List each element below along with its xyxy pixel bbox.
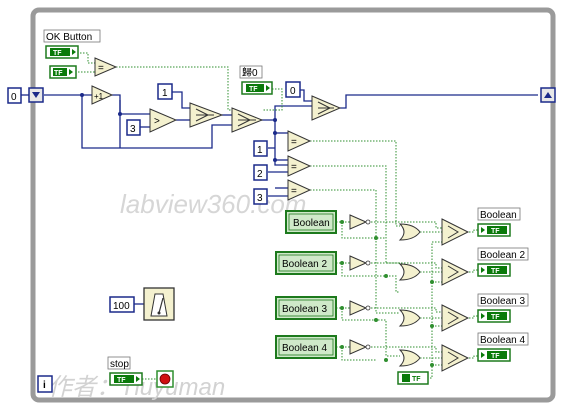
watermark-site: labview360.com: [120, 189, 306, 219]
stop-terminal[interactable]: TF: [109, 372, 143, 386]
svg-text:=: =: [291, 137, 297, 148]
not-gate-3[interactable]: [349, 300, 371, 316]
svg-text:=: =: [291, 162, 297, 173]
svg-text:0: 0: [290, 86, 296, 97]
svg-text:=: =: [98, 63, 104, 74]
svg-text:stop: stop: [110, 359, 129, 370]
select-primitive-2[interactable]: [231, 107, 264, 133]
svg-text:TF: TF: [249, 86, 258, 93]
increment-primitive[interactable]: +1: [91, 85, 114, 105]
reset-label: 歸0: [239, 65, 263, 79]
select-primitive-1[interactable]: [189, 102, 224, 128]
or-gate-4[interactable]: [398, 349, 421, 367]
svg-text:Boolean 3: Boolean 3: [480, 296, 525, 307]
svg-text:TF: TF: [117, 377, 126, 384]
svg-text:Boolean: Boolean: [480, 210, 517, 221]
iteration-terminal[interactable]: i: [37, 375, 53, 393]
constant-c3[interactable]: 3: [253, 188, 268, 205]
svg-text:TF: TF: [491, 353, 500, 360]
shift-init-constant[interactable]: 0: [7, 87, 22, 104]
svg-text:OK Button: OK Button: [46, 32, 92, 43]
tf-terminal-2[interactable]: TF: [49, 65, 77, 79]
shift-register-right[interactable]: [540, 87, 556, 103]
or-gate-3[interactable]: [398, 309, 421, 327]
svg-text:Boolean: Boolean: [293, 218, 330, 229]
while-loop-frame[interactable]: [30, 7, 556, 403]
svg-text:TF: TF: [491, 268, 500, 275]
boolean-indicator-1[interactable]: Boolean TF: [477, 207, 521, 237]
boolean-control-2[interactable]: Boolean 2: [275, 251, 337, 275]
svg-text:1: 1: [162, 88, 168, 99]
boolean-wires: [78, 52, 480, 380]
stop-label: stop: [107, 356, 131, 370]
wait-timer-icon[interactable]: [143, 287, 175, 321]
wait-ms-constant[interactable]: 100: [109, 296, 135, 313]
constant-three[interactable]: 3: [126, 119, 141, 136]
or-gate-2[interactable]: [398, 263, 421, 281]
svg-text:Boolean 3: Boolean 3: [282, 304, 327, 315]
boolean-indicator-2[interactable]: Boolean 2 TF: [477, 247, 529, 277]
boolean-control-4[interactable]: Boolean 4: [275, 335, 337, 359]
svg-text:0: 0: [11, 92, 17, 103]
loop-condition-stop-icon[interactable]: [156, 370, 174, 388]
greater-than-primitive[interactable]: >: [149, 108, 178, 133]
svg-text:Boolean 4: Boolean 4: [282, 343, 327, 354]
svg-text:3: 3: [257, 193, 263, 204]
svg-text:=: =: [291, 186, 297, 197]
boolean-control-1[interactable]: Boolean: [285, 210, 337, 234]
constant-c2[interactable]: 2: [253, 164, 268, 181]
equal-comparator-2[interactable]: =: [287, 155, 312, 177]
svg-text:TF: TF: [491, 314, 500, 321]
constant-one[interactable]: 1: [157, 83, 173, 100]
ok-button-terminal[interactable]: TF: [45, 45, 79, 59]
constant-zero-reset[interactable]: 0: [285, 81, 301, 98]
select-gate-out-3[interactable]: [441, 304, 470, 332]
not-gate-1[interactable]: [349, 214, 371, 230]
svg-text:100: 100: [113, 301, 130, 312]
tf-constant-bottom[interactable]: TF: [397, 371, 429, 385]
svg-text:i: i: [43, 380, 46, 391]
svg-text:TF: TF: [491, 228, 500, 235]
svg-text:TF: TF: [53, 50, 62, 57]
boolean-junctions: [340, 220, 434, 367]
svg-text:Boolean 2: Boolean 2: [282, 259, 327, 270]
svg-text:>: >: [154, 116, 160, 127]
select-gate-out-4[interactable]: [441, 344, 470, 372]
select-primitive-3[interactable]: [311, 95, 342, 121]
shift-register-left[interactable]: [28, 87, 44, 103]
select-gate-out-1[interactable]: [441, 218, 470, 246]
boolean-indicator-4[interactable]: Boolean 4 TF: [477, 332, 529, 362]
or-gate-1[interactable]: [398, 223, 421, 241]
svg-text:TF: TF: [412, 376, 421, 383]
svg-text:Boolean 2: Boolean 2: [480, 250, 525, 261]
equal-primitive[interactable]: =: [94, 57, 118, 77]
svg-text:+1: +1: [94, 92, 104, 101]
ok-button-label: OK Button: [43, 29, 101, 43]
boolean-indicator-3[interactable]: Boolean 3 TF: [477, 293, 529, 323]
wire-junctions: [80, 93, 277, 162]
svg-text:TF: TF: [54, 70, 63, 77]
svg-text:2: 2: [257, 169, 263, 180]
select-gate-out-2[interactable]: [441, 258, 470, 286]
constant-c1[interactable]: 1: [253, 140, 268, 157]
svg-text:歸0: 歸0: [242, 66, 258, 79]
boolean-control-3[interactable]: Boolean 3: [275, 296, 337, 320]
equal-comparator-1[interactable]: =: [287, 130, 312, 152]
equal-comparator-3[interactable]: =: [287, 179, 312, 201]
reset-terminal[interactable]: TF: [241, 81, 273, 95]
svg-text:1: 1: [257, 145, 263, 156]
svg-text:Boolean 4: Boolean 4: [480, 335, 525, 346]
not-gate-2[interactable]: [349, 255, 371, 271]
svg-text:3: 3: [130, 124, 136, 135]
not-gate-4[interactable]: [349, 339, 371, 355]
